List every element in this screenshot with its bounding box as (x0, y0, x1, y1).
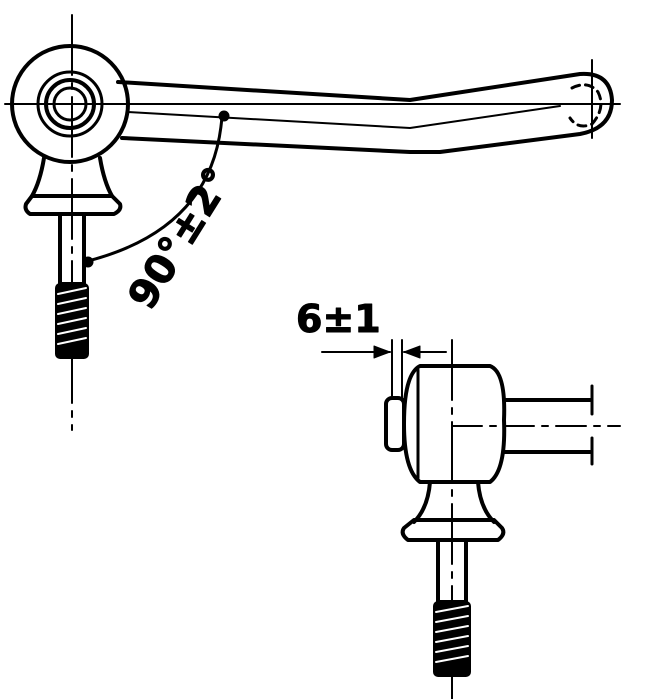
ball-joint-housing (402, 364, 507, 484)
ball-joint-middle-ring (36, 70, 104, 138)
ball-joint-outer-ring (10, 44, 130, 164)
angle-dimension-label: 90°±2° (119, 160, 241, 318)
front-neck (412, 480, 496, 524)
offset-arrow-left (373, 345, 391, 359)
angle-dimension-arc (82, 114, 224, 264)
angle-arrow-bottom (82, 256, 94, 268)
offset-dimension-label: 6±1 (296, 297, 381, 341)
lever-arm-inner-line (127, 105, 561, 129)
ball-joint-core (52, 86, 88, 122)
side-view: 90°±2° (4, 14, 621, 431)
thread-marks (57, 287, 87, 345)
housing-nub (384, 396, 406, 452)
lever-tip-hole (568, 83, 603, 128)
ball-joint-neck (30, 156, 114, 198)
lever-arm (116, 71, 614, 154)
front-thread-marks (435, 605, 469, 663)
angle-arrow-top (218, 110, 230, 122)
ball-joint-inner-ring (44, 78, 96, 130)
front-stud-collar (400, 518, 506, 542)
stud-collar (23, 194, 123, 216)
front-view: 6±1 (296, 297, 621, 699)
offset-arrow-right (403, 345, 421, 359)
